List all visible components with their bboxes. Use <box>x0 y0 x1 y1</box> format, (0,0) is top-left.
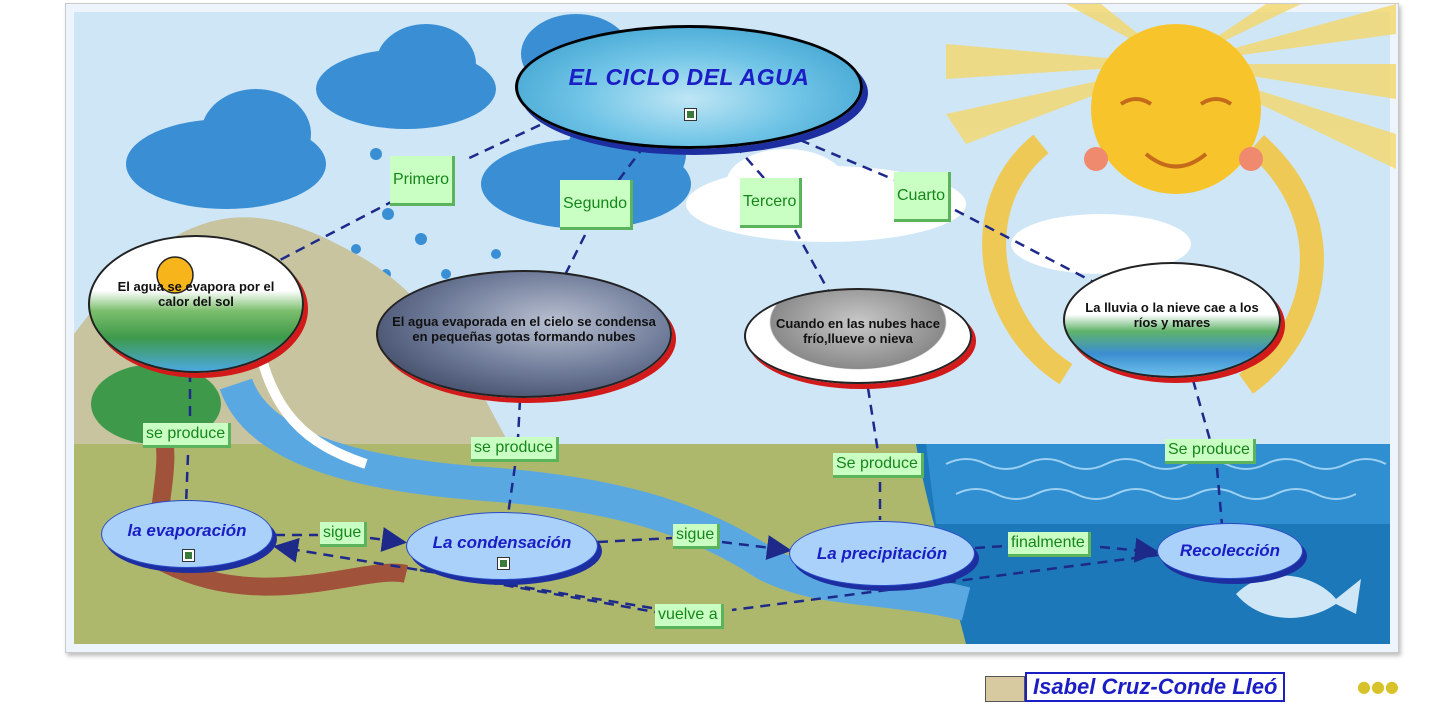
sun-icon <box>156 256 194 294</box>
link-label-se-produce-1[interactable]: se produce <box>143 423 232 448</box>
evaporation-description: El agua se evapora por el calor del sol <box>117 279 275 309</box>
stage-collection-label: Recolección <box>1179 541 1281 560</box>
image-node-condensation[interactable]: El agua evaporada en el cielo se condens… <box>376 270 672 398</box>
title-node[interactable]: EL CICLO DEL AGUA <box>515 25 863 149</box>
collection-description: La lluvia o la nieve cae a los ríos y ma… <box>1085 300 1259 330</box>
connector-label-vuelve-a[interactable]: vuelve a <box>655 604 724 629</box>
image-node-collection[interactable]: La lluvia o la nieve cae a los ríos y ma… <box>1063 262 1281 378</box>
connector-label-sigue-2[interactable]: sigue <box>673 524 721 549</box>
stage-evaporation-label: la evaporación <box>127 521 247 540</box>
stage-precipitation-label: La precipitación <box>816 543 948 563</box>
image-node-precipitation[interactable]: Cuando en las nubes hace frío,llueve o n… <box>744 288 972 384</box>
image-node-evaporation[interactable]: El agua se evapora por el calor del sol <box>88 235 304 373</box>
stage-node-condensation[interactable]: La condensación <box>406 512 598 580</box>
connector-label-sigue-1[interactable]: sigue <box>320 522 368 547</box>
step-label-cuarto[interactable]: Cuarto <box>894 172 952 222</box>
precipitation-description: Cuando en las nubes hace frío,llueve o n… <box>776 316 940 346</box>
connector-label-finalmente[interactable]: finalmente <box>1008 532 1091 557</box>
stage-node-precipitation[interactable]: La precipitación <box>789 521 975 586</box>
stage-node-collection[interactable]: Recolección <box>1157 523 1303 579</box>
link-label-se-produce-4[interactable]: Se produce <box>1165 439 1256 464</box>
image-icon[interactable] <box>182 549 195 562</box>
brand-logo-icon: ●●● <box>1357 677 1399 696</box>
attachment-icon[interactable] <box>684 108 697 121</box>
stage-node-evaporation[interactable]: la evaporación <box>101 500 273 568</box>
author-name[interactable]: Isabel Cruz-Conde Lleó <box>1025 672 1286 702</box>
image-icon[interactable] <box>497 557 510 570</box>
step-label-segundo[interactable]: Segundo <box>560 180 634 230</box>
condensation-description: El agua evaporada en el cielo se condens… <box>392 314 656 344</box>
step-label-tercero[interactable]: Tercero <box>740 178 803 228</box>
stage-condensation-label: La condensación <box>432 533 572 552</box>
link-label-se-produce-3[interactable]: Se produce <box>833 453 924 478</box>
link-label-se-produce-2[interactable]: se produce <box>471 437 560 462</box>
logo-icon <box>985 676 1025 702</box>
page-title: EL CICLO DEL AGUA <box>568 63 810 90</box>
step-label-primero[interactable]: Primero <box>390 156 456 206</box>
